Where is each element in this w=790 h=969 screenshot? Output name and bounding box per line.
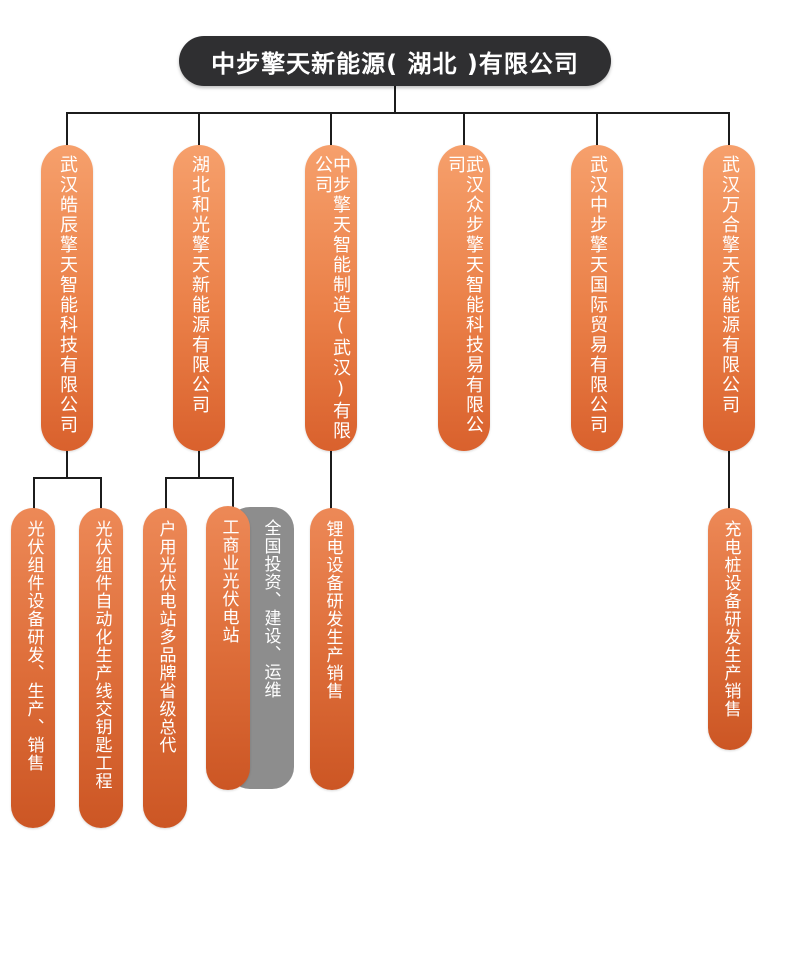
connector-biz-5 [330, 450, 332, 509]
subsidiary-4: 武汉众步擎天智能科技易有限公司 [438, 145, 490, 451]
note-label: 全国投资、建设、运维 [260, 519, 281, 699]
connector-biz-4 [232, 477, 234, 507]
connector-sub2-bus [165, 477, 234, 479]
connector-biz-6 [728, 450, 730, 509]
connector-sub2-down [198, 450, 200, 478]
business-2: 光伏组件自动化生产线交钥匙工程 [79, 508, 123, 828]
subsidiary-3: 中步擎天智能制造(武汉)有限公司 [305, 145, 357, 451]
subsidiary-2-label: 湖北和光擎天新能源有限公司 [189, 155, 210, 415]
subsidiary-1: 武汉皓辰擎天智能科技有限公司 [41, 145, 93, 451]
business-5-label: 锂电设备研发生产销售 [322, 520, 343, 700]
connector-sub1-bus [33, 477, 102, 479]
subsidiary-2: 湖北和光擎天新能源有限公司 [173, 145, 225, 451]
subsidiary-5-label: 武汉中步擎天国际贸易有限公司 [587, 155, 608, 435]
connector-main-bus [66, 112, 730, 114]
subsidiary-1-label: 武汉皓辰擎天智能科技有限公司 [57, 155, 78, 435]
subsidiary-3-label: 中步擎天智能制造(武汉)有限公司 [312, 155, 351, 441]
business-3-label: 户用光伏电站多品牌省级总代 [155, 520, 176, 754]
business-1: 光伏组件设备研发、生产、销售 [11, 508, 55, 828]
connector-biz-2 [100, 477, 102, 509]
root-company-box: 中步擎天新能源( 湖北 )有限公司 [179, 36, 611, 86]
subsidiary-4-label: 武汉众步擎天智能科技易有限公司 [445, 155, 484, 435]
connector-sub-6 [728, 112, 730, 146]
business-1-label: 光伏组件设备研发、生产、销售 [23, 520, 44, 772]
business-4-label: 工商业光伏电站 [218, 518, 239, 644]
connector-biz-3 [165, 477, 167, 509]
connector-biz-1 [33, 477, 35, 509]
business-4: 工商业光伏电站 [206, 506, 250, 790]
connector-sub-3 [330, 112, 332, 146]
connector-sub-2 [198, 112, 200, 146]
business-6: 充电桩设备研发生产销售 [708, 508, 752, 750]
connector-sub-4 [463, 112, 465, 146]
connector-root-down [394, 86, 396, 113]
business-3: 户用光伏电站多品牌省级总代 [143, 508, 187, 828]
connector-sub-5 [596, 112, 598, 146]
subsidiary-6-label: 武汉万合擎天新能源有限公司 [719, 155, 740, 415]
subsidiary-6: 武汉万合擎天新能源有限公司 [703, 145, 755, 451]
root-company-label: 中步擎天新能源( 湖北 )有限公司 [211, 49, 579, 78]
subsidiary-5: 武汉中步擎天国际贸易有限公司 [571, 145, 623, 451]
connector-sub1-down [66, 450, 68, 478]
connector-sub-1 [66, 112, 68, 146]
business-2-label: 光伏组件自动化生产线交钥匙工程 [91, 520, 112, 790]
business-6-label: 充电桩设备研发生产销售 [720, 520, 741, 718]
business-5: 锂电设备研发生产销售 [310, 508, 354, 790]
